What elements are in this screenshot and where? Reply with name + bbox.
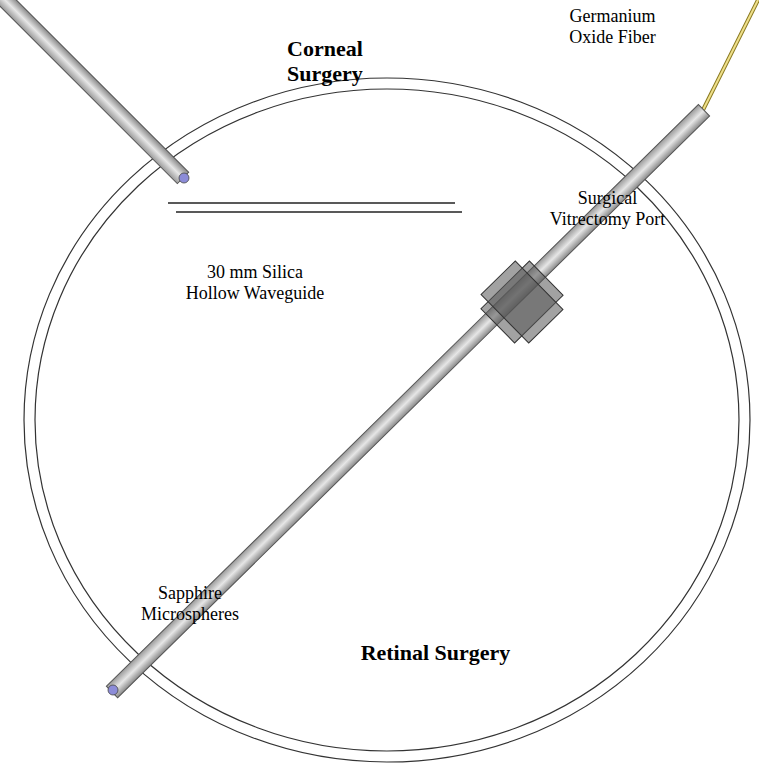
sapphire-sphere (108, 685, 118, 695)
cornea-line (168, 202, 455, 203)
procedure-title: Retinal Surgery (328, 640, 543, 665)
vitrectomy-port (474, 254, 570, 350)
cornea-line (176, 211, 462, 212)
sapphire-sphere (179, 173, 189, 183)
part-label: 30 mm Silica Hollow Waveguide (180, 262, 330, 303)
fiber (695, 0, 758, 126)
eye-outer-wall (24, 78, 750, 762)
part-label: Germanium Oxide Fiber (560, 6, 665, 47)
corneal-probe (0, 0, 189, 184)
fiber (695, 0, 758, 126)
hollow-waveguide (106, 105, 709, 698)
part-label: Sapphire Microspheres (140, 583, 240, 624)
part-label: Surgical Vitrectomy Port (540, 188, 675, 229)
eye-inner-wall (35, 89, 739, 751)
procedure-title: Corneal Surgery (250, 36, 400, 87)
